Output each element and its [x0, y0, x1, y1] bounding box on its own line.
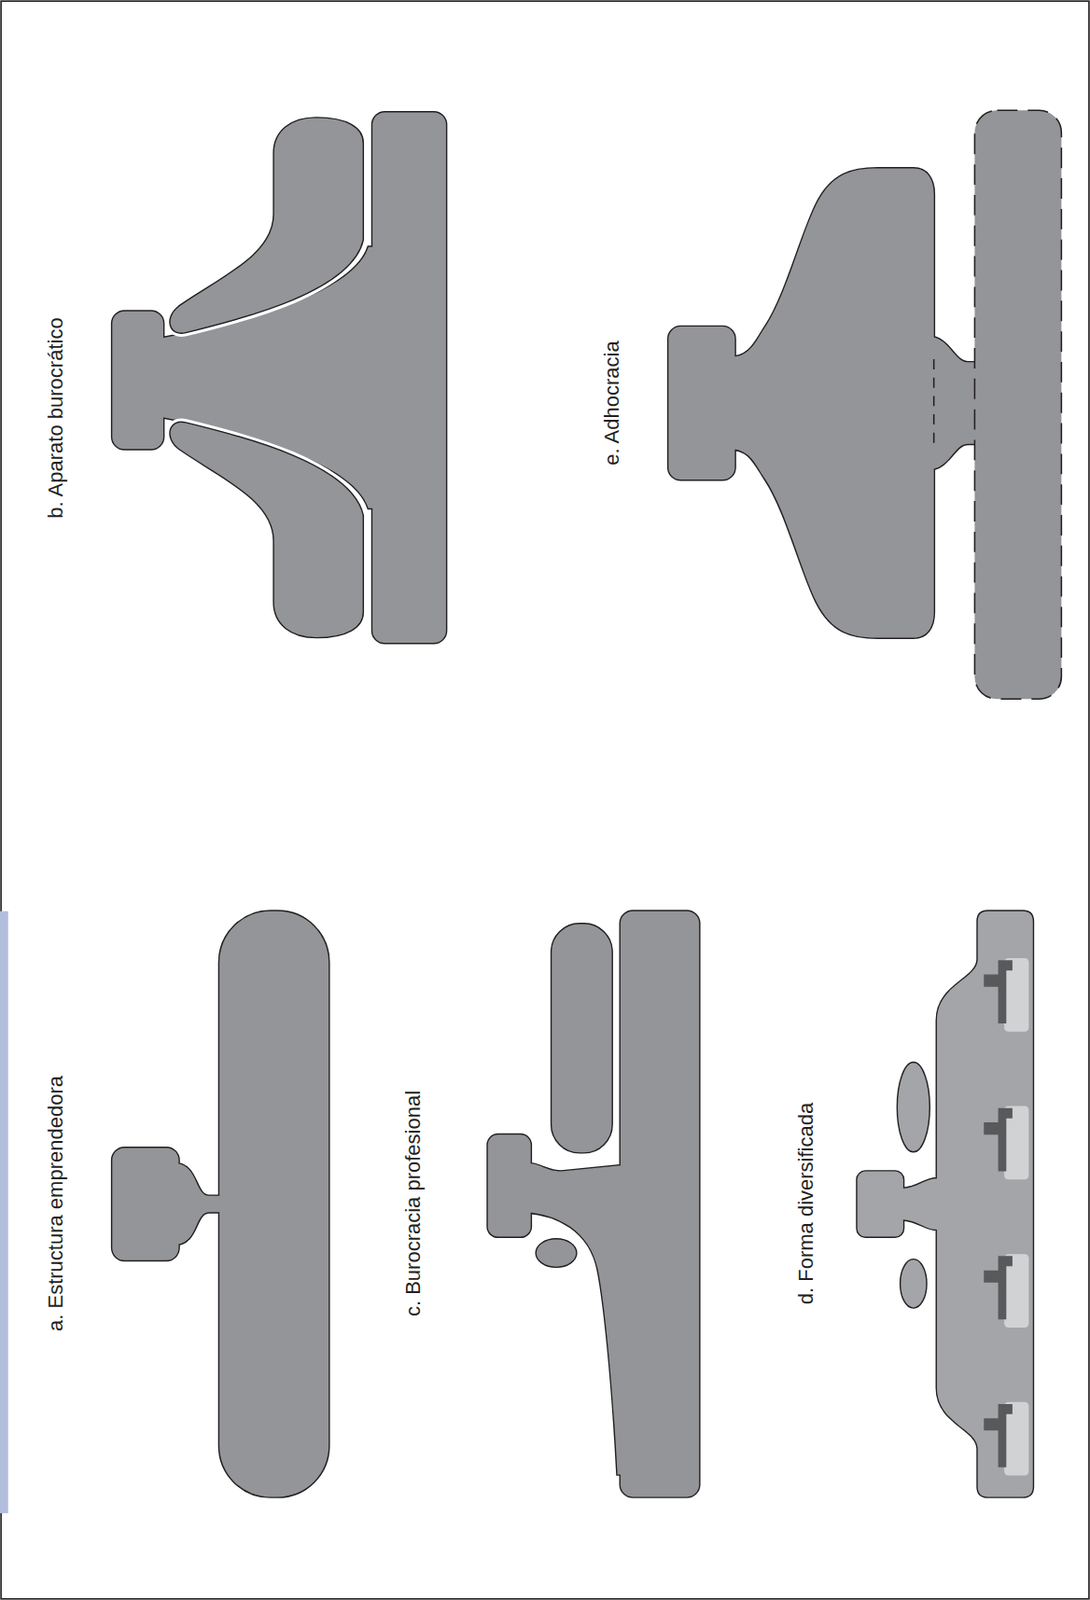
lobe-gap — [169, 421, 364, 638]
neck-shape — [928, 336, 982, 470]
apex-shape — [668, 326, 735, 480]
apex-shape — [111, 311, 164, 450]
lobe-gap — [900, 1259, 927, 1309]
lobe-gap — [535, 1239, 577, 1269]
figure-caption: c. Burocracia profesional — [401, 1090, 426, 1317]
apex-shape — [488, 1134, 532, 1237]
adhocracy-figure — [668, 110, 1062, 699]
core-shape — [897, 911, 1033, 1498]
division-mark — [983, 1106, 1029, 1181]
core-fill — [219, 911, 329, 1498]
dashed-divider — [933, 359, 936, 448]
figure-caption: d. Forma diversificada — [794, 1103, 819, 1305]
divisional-figure — [857, 911, 1034, 1498]
apex-shape — [857, 1172, 904, 1238]
staff-lobe — [535, 1239, 577, 1269]
staff-lobe — [169, 421, 364, 638]
division-mark — [983, 958, 1029, 1033]
core-fill — [897, 911, 1033, 1498]
apex-fill — [857, 1172, 904, 1238]
core-shape — [372, 111, 447, 643]
division-mark — [983, 1254, 1029, 1328]
neck-fill — [173, 1163, 227, 1245]
staff-lobe — [169, 117, 364, 334]
staff-lobe — [900, 1259, 927, 1309]
side-strip — [0, 911, 9, 1514]
entrepreneurial-figure — [111, 911, 329, 1498]
staff-lobe — [896, 1062, 930, 1153]
figure-caption: e. Adhocracia — [600, 340, 625, 465]
apex-fill — [111, 1147, 179, 1260]
core-shape — [620, 911, 699, 1498]
lobe-gap — [551, 923, 614, 1154]
apex-fill — [668, 326, 735, 480]
trunk-fill — [525, 1163, 623, 1476]
professional-figure — [488, 911, 699, 1498]
neck-fill — [928, 336, 982, 470]
apex-shape — [111, 1147, 179, 1260]
core-fill — [372, 111, 447, 643]
core-fill — [620, 911, 699, 1498]
apex-fill — [488, 1134, 532, 1237]
division-mark — [983, 1402, 1029, 1477]
figure-caption: b. Aparato burocrático — [43, 317, 69, 518]
core-shape — [974, 110, 1062, 699]
lobe-gap — [896, 1062, 930, 1153]
middle-shape — [729, 168, 935, 639]
figure-caption: a. Estructura emprendedora — [43, 1076, 69, 1332]
trunk-shape — [525, 1163, 623, 1476]
core-shape — [219, 911, 329, 1498]
staff-lobe — [551, 923, 614, 1154]
apex-fill — [111, 311, 164, 450]
middle-fill — [729, 168, 935, 639]
lobe-gap — [169, 117, 364, 334]
machine-figure — [111, 111, 447, 643]
